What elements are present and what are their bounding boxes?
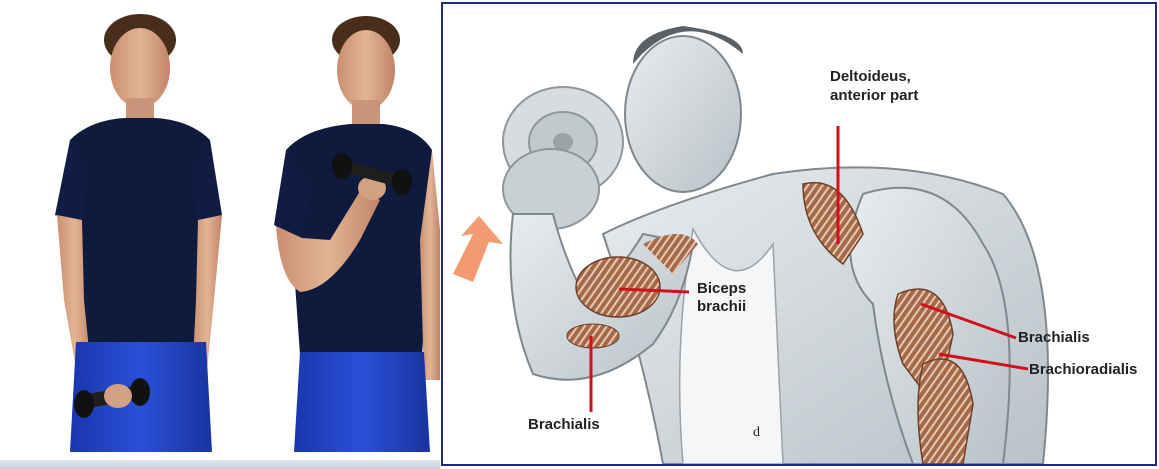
illustration-head <box>625 26 743 192</box>
label-biceps-1: Biceps <box>697 280 746 297</box>
label-deltoideus-1: Deltoideus, <box>830 68 911 85</box>
anatomy-illustration-panel: Deltoideus, anterior part Biceps brachii… <box>441 2 1157 466</box>
label-biceps-2: brachii <box>697 298 746 315</box>
exercise-photo-panel <box>0 0 440 469</box>
movement-arrow <box>453 216 503 282</box>
anatomy-illustration: Deltoideus, anterior part Biceps brachii… <box>443 4 1155 464</box>
illustration-dumbbell <box>503 87 623 229</box>
label-deltoideus-2: anterior part <box>830 87 918 104</box>
label-brachialis-left: Brachialis <box>528 416 600 433</box>
brachialis-left-muscle <box>567 324 619 348</box>
biceps-muscle <box>576 257 660 317</box>
photo-bottom-strip <box>0 460 440 469</box>
label-brachialis-right: Brachialis <box>1018 329 1090 346</box>
person-curl-top <box>274 16 440 452</box>
exercise-photo <box>0 0 440 469</box>
label-d: d <box>753 425 760 440</box>
person-standing-start <box>55 14 222 452</box>
label-brachioradialis: Brachioradialis <box>1029 361 1137 378</box>
brachioradialis-muscle <box>918 359 973 464</box>
